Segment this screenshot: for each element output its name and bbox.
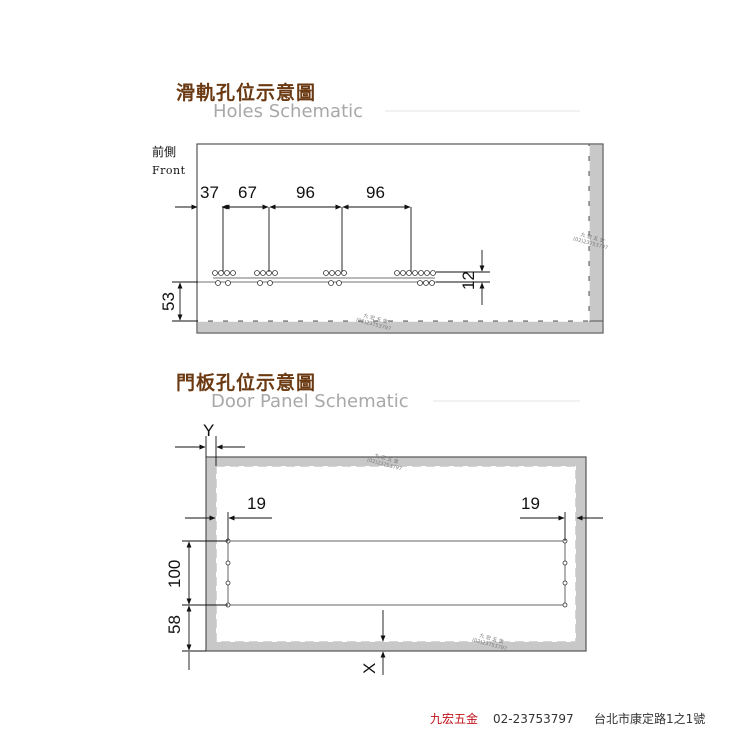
footer-brand: 九宏五金 — [430, 711, 478, 726]
rail-hole — [225, 280, 231, 286]
door-hole — [562, 560, 568, 566]
rail-hole — [212, 270, 218, 276]
door-hole — [225, 580, 231, 586]
rail-hole — [418, 270, 424, 276]
rail-hole — [406, 270, 412, 276]
rail-title-zh: 滑軌孔位示意圖 — [176, 81, 316, 104]
rail-hole — [394, 270, 400, 276]
rail-hole — [341, 270, 347, 276]
rail-hole — [335, 270, 341, 276]
rail-hole — [328, 280, 334, 286]
rail-title-en: Holes Schematic — [213, 101, 363, 122]
rail-hole — [260, 270, 266, 276]
door-panel-drawing — [205, 456, 587, 652]
dim-58: 58 — [165, 615, 184, 634]
door-dim-left19-lines — [185, 512, 272, 541]
rail-hole — [424, 270, 430, 276]
footer-phone: 02-23753797 — [493, 712, 574, 726]
door-dim-vertical-lines — [182, 540, 228, 670]
rail-hole — [323, 270, 329, 276]
door-dim-right19-lines — [520, 512, 603, 541]
footer: 九宏五金 02-23753797 台北市康定路1之1號 — [430, 711, 705, 726]
door-hole — [562, 580, 568, 586]
dim-right-19: 19 — [521, 494, 540, 513]
rail-hole — [429, 280, 435, 286]
dim-96-first: 96 — [296, 183, 315, 202]
dim-left-19: 19 — [247, 494, 266, 513]
door-section: 門板孔位示意圖 Door Panel Schematic — [165, 371, 603, 675]
dim-12: 12 — [459, 271, 478, 290]
door-hole-pattern — [225, 538, 568, 608]
footer-address: 台北市康定路1之1號 — [594, 711, 705, 726]
rail-hole — [267, 280, 273, 286]
front-label-zh: 前側 — [152, 144, 176, 159]
door-title-zh: 門板孔位示意圖 — [176, 371, 316, 394]
dim-37: 37 — [200, 183, 219, 202]
rail-dim-12-lines — [436, 250, 490, 305]
rail-hole — [400, 270, 406, 276]
rail-hole — [430, 270, 436, 276]
dim-100: 100 — [165, 560, 184, 588]
cabinet-drawing — [196, 143, 604, 334]
dim-67: 67 — [238, 183, 257, 202]
dim-x: X — [360, 663, 379, 674]
front-label-en: Front — [152, 164, 186, 177]
rail-hole — [329, 270, 335, 276]
rail-hole — [417, 280, 423, 286]
rail-hole — [257, 280, 263, 286]
rail-hole — [412, 270, 418, 276]
door-hole — [225, 560, 231, 566]
rail-hole — [423, 280, 429, 286]
rail-hole — [272, 270, 278, 276]
rail-horizontal-dimensions — [175, 204, 412, 272]
door-title-en: Door Panel Schematic — [211, 391, 409, 412]
rail-hole — [218, 270, 224, 276]
dim-96-second: 96 — [366, 183, 385, 202]
rail-dim-53-lines — [172, 281, 198, 322]
dim-53: 53 — [159, 292, 178, 311]
door-hole — [562, 602, 568, 608]
rail-hole — [254, 270, 260, 276]
rail-hole — [336, 280, 342, 286]
dim-y: Y — [203, 421, 214, 440]
door-dim-y-lines — [175, 436, 245, 466]
rail-hole — [230, 270, 236, 276]
rail-hole — [215, 280, 221, 286]
cabinet-bottom-panel — [196, 320, 604, 334]
rail-hole-pattern — [198, 270, 470, 286]
rail-section: 滑軌孔位示意圖 Holes Schematic 前側 Front — [152, 81, 608, 334]
rail-hole — [224, 270, 230, 276]
